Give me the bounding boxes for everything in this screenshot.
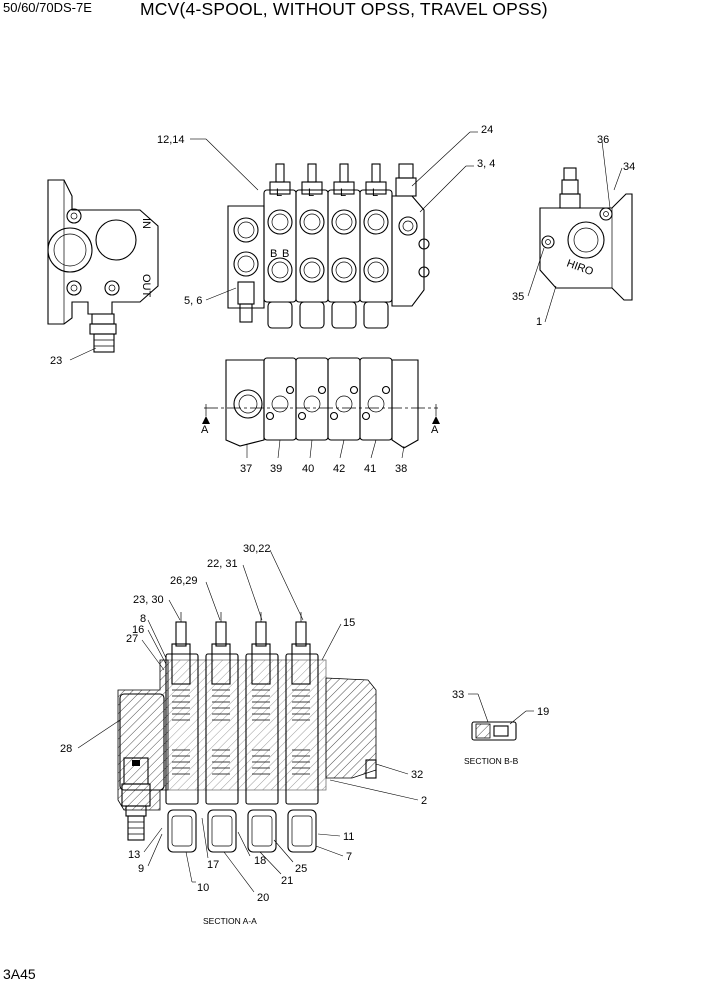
callout-3-4: 3, 4 (477, 158, 495, 170)
callout-35: 35 (512, 291, 524, 303)
callout-13: 13 (128, 849, 140, 861)
section-spool-4 (287, 612, 317, 853)
callout-33: 33 (452, 689, 464, 701)
spool-section-4: L (359, 163, 393, 329)
callout-24: 24 (481, 124, 493, 136)
port-mark-b-1: B (270, 248, 277, 260)
section-a-view: 30,22 22, 31 26,29 23, 30 8 16 27 15 28 … (60, 543, 427, 926)
section-mark-a-left: A (201, 424, 209, 436)
callout-39: 39 (270, 463, 282, 475)
callout-2: 2 (421, 795, 427, 807)
bottom-view: A A 37 39 40 42 41 38 (201, 357, 440, 475)
callout-15: 15 (343, 617, 355, 629)
callout-30-22: 30,22 (243, 543, 271, 555)
callout-25: 25 (295, 863, 307, 875)
callout-10: 10 (197, 882, 209, 894)
section-spool-3 (247, 612, 277, 853)
spool-section-1: L (263, 163, 297, 329)
callout-23-left: 23 (50, 355, 62, 367)
callout-9: 9 (138, 863, 144, 875)
section-mark-a-right: A (431, 424, 439, 436)
callout-5-6: 5, 6 (184, 295, 202, 307)
callout-41: 41 (364, 463, 376, 475)
spool-mark-1: L (276, 187, 282, 199)
callout-38: 38 (395, 463, 407, 475)
port-label-out: OUT (140, 274, 152, 298)
callout-37: 37 (240, 463, 252, 475)
spool-section-2: L (295, 163, 329, 329)
stamp-text: HIRO (565, 258, 595, 279)
callout-18: 18 (254, 855, 266, 867)
diagram-title: MCV(4-SPOOL, WITHOUT OPSS, TRAVEL OPSS) (140, 0, 548, 19)
callout-36: 36 (597, 134, 609, 146)
callout-19: 19 (537, 706, 549, 718)
callout-27: 27 (126, 633, 138, 645)
callout-17: 17 (207, 859, 219, 871)
callout-21: 21 (281, 875, 293, 887)
left-side-view: IN OUT 23 (47, 179, 159, 367)
spool-mark-4: L (372, 187, 378, 199)
port-label-in: IN (140, 218, 152, 229)
front-view: L L L L B B (157, 124, 495, 329)
section-b-view: 33 19 SECTION B-B (452, 689, 549, 766)
section-b-caption: SECTION B-B (464, 756, 519, 766)
callout-22-31: 22, 31 (207, 558, 238, 570)
spool-section-3: L (327, 163, 361, 329)
section-spool-1 (167, 612, 197, 853)
model-number: 50/60/70DS-7E (3, 0, 92, 15)
spool-mark-3: L (340, 187, 346, 199)
callout-20: 20 (257, 892, 269, 904)
spool-mark-2: L (308, 187, 314, 199)
right-side-view: HIRO 36 34 35 1 (512, 134, 635, 328)
callout-40: 40 (302, 463, 314, 475)
page-number: 3A45 (3, 966, 36, 982)
callout-26-29: 26,29 (170, 575, 198, 587)
callout-1: 1 (536, 316, 542, 328)
callout-28: 28 (60, 743, 72, 755)
section-a-caption: SECTION A-A (203, 916, 257, 926)
callout-7: 7 (346, 851, 352, 863)
callout-11: 11 (343, 831, 354, 843)
callout-12-14: 12,14 (157, 134, 185, 146)
callout-32: 32 (411, 769, 423, 781)
callout-16: 16 (132, 624, 144, 636)
port-mark-b-2: B (282, 248, 289, 260)
section-spool-2 (207, 612, 237, 853)
callout-42: 42 (333, 463, 345, 475)
callout-8: 8 (140, 613, 146, 625)
callout-34: 34 (623, 161, 635, 173)
callout-23-30: 23, 30 (133, 594, 164, 606)
